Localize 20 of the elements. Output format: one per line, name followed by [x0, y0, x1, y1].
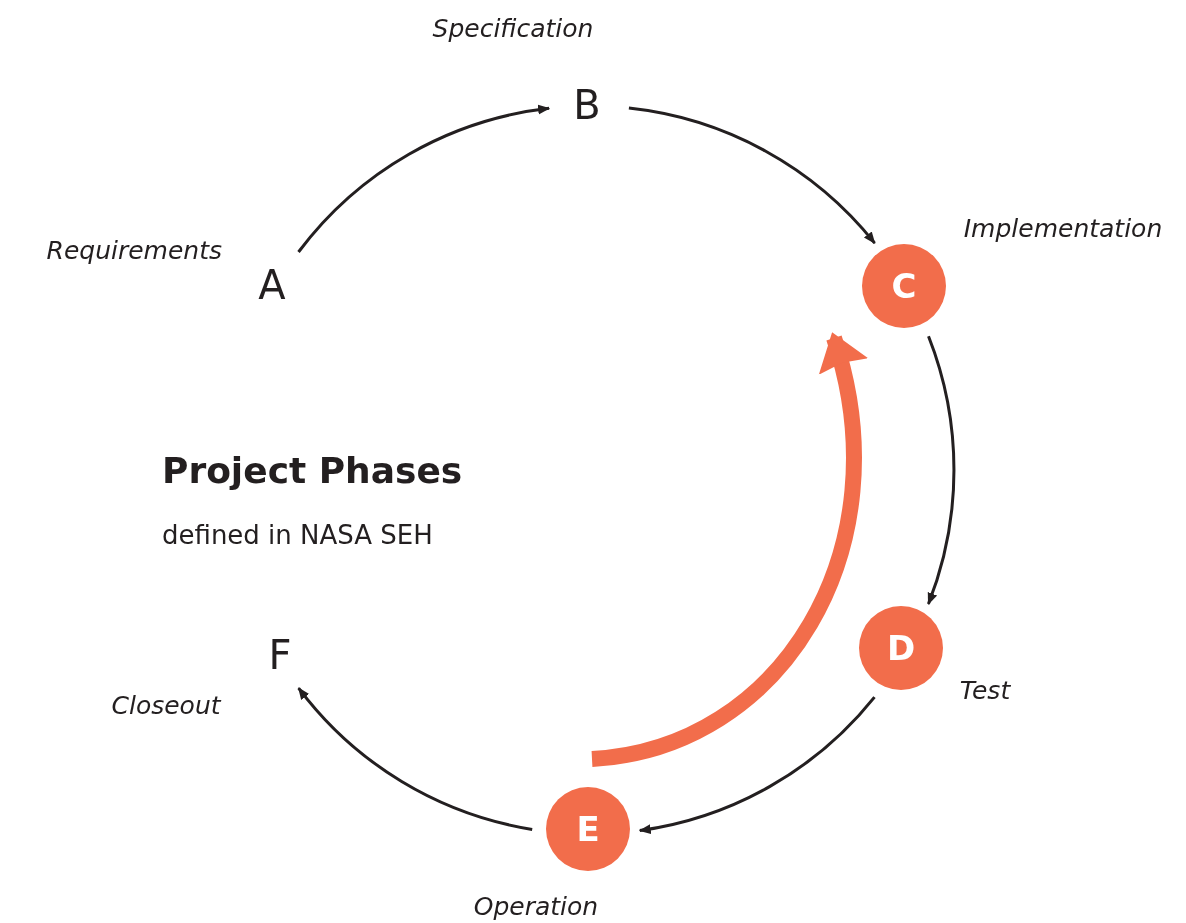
phase-circle: D: [859, 606, 943, 690]
phase-circle: C: [862, 244, 946, 328]
phase-label: Closeout: [111, 691, 221, 720]
subtitle: defined in NASA SEH: [162, 520, 433, 550]
arrow: [926, 335, 956, 605]
phase-letter: F: [252, 627, 308, 683]
phase-letter: A: [244, 257, 300, 313]
arrow: [297, 105, 551, 253]
phase-label: Implementation: [963, 214, 1163, 243]
phase-label: Specification: [432, 14, 594, 43]
return-arrow: [590, 332, 867, 767]
phase-label: Operation: [473, 892, 599, 921]
phase-label: Test: [959, 676, 1011, 705]
phase-letter: B: [559, 77, 615, 133]
arrow: [628, 106, 876, 245]
diagram-title: Project Phases: [162, 450, 463, 491]
arrow: [297, 687, 533, 831]
arrow: [638, 696, 876, 834]
phase-circle: E: [546, 787, 630, 871]
phase-label: Requirements: [46, 236, 222, 265]
